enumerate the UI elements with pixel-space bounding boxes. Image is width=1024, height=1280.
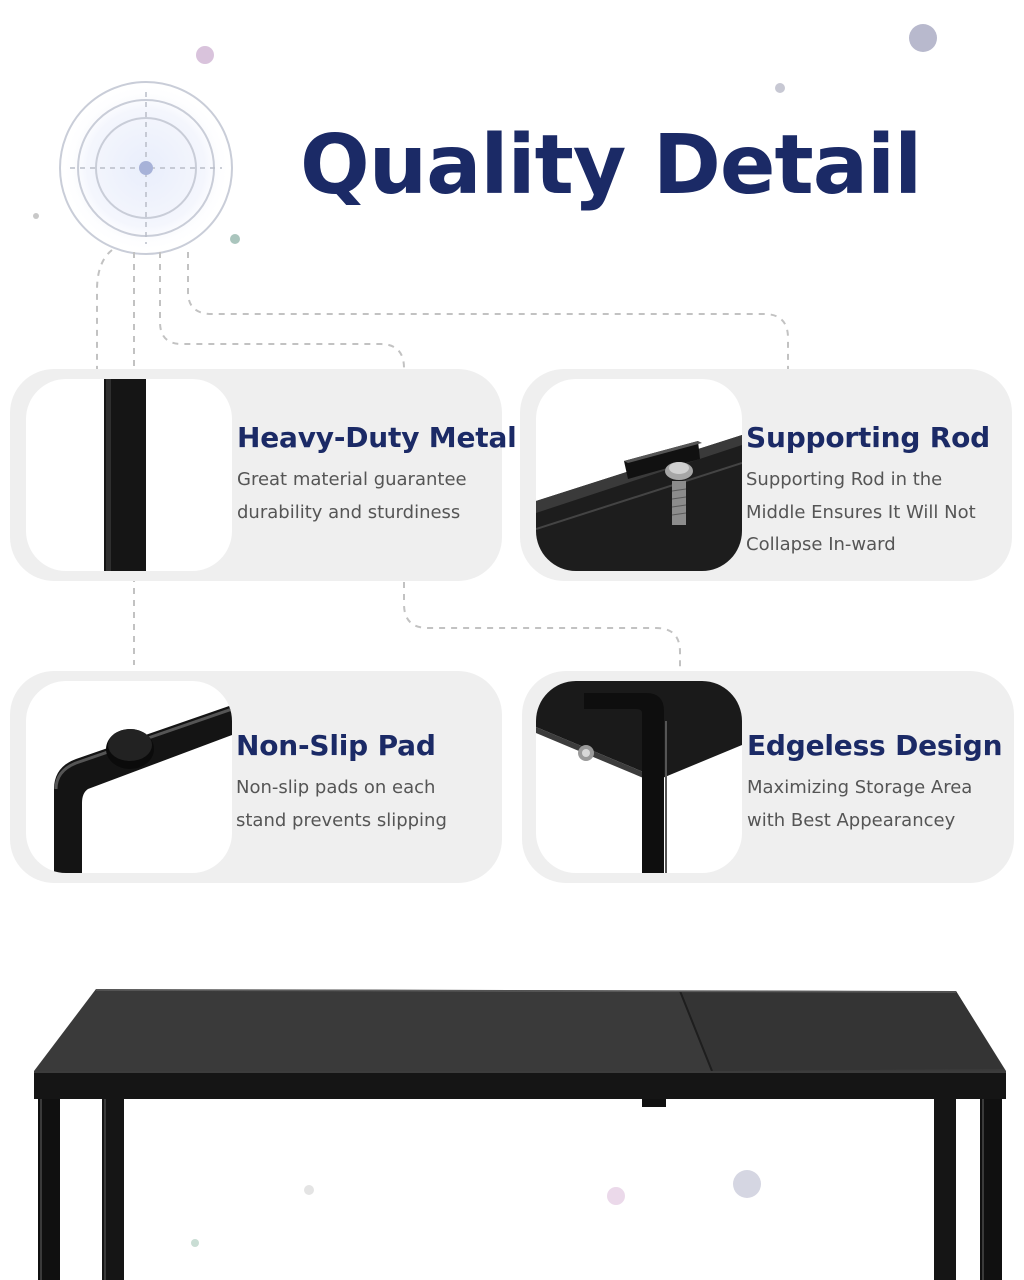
feature-description-line: with Best Appearancey xyxy=(747,809,956,831)
screw-rod-photo xyxy=(536,379,742,571)
table-product-image xyxy=(34,989,1006,1280)
decor-dot xyxy=(191,1239,199,1247)
feature-card-supporting-rod: Supporting Rod Supporting Rod in the Mid… xyxy=(520,369,1012,581)
shelf-corner-photo xyxy=(536,681,742,873)
feature-description-line: Maximizing Storage Area xyxy=(747,777,973,798)
feature-title: Edgeless Design xyxy=(747,729,1003,762)
feature-card-non-slip-pad: Non-Slip Pad Non-slip pads on each stand… xyxy=(10,671,502,883)
decor-dot xyxy=(196,46,214,64)
decor-dot xyxy=(775,83,785,93)
feature-description-line: Middle Ensures It Will Not xyxy=(746,501,976,523)
decor-dot xyxy=(909,24,937,52)
page-title: Quality Detail xyxy=(300,118,922,213)
feature-description-line: Great material guarantee xyxy=(237,469,467,490)
feature-title: Non-Slip Pad xyxy=(236,729,436,762)
feature-description-line: Supporting Rod in the xyxy=(746,469,943,490)
feature-card-edgeless-design: Edgeless Design Maximizing Storage Area … xyxy=(522,671,1014,883)
feature-description: Maximizing Storage Area with Best Appear… xyxy=(747,772,1002,837)
decor-dot xyxy=(230,234,240,244)
feature-title: Supporting Rod xyxy=(746,421,990,454)
target-rings-icon xyxy=(59,81,233,255)
feature-card-heavy-duty-metal: Heavy-Duty Metal Great material guarante… xyxy=(10,369,517,581)
decor-dot xyxy=(733,1170,761,1198)
feature-description-line: durability and sturdiness xyxy=(237,501,461,523)
feature-description-line: Non-slip pads on each xyxy=(236,777,436,798)
feature-description: Non-slip pads on each stand prevents sli… xyxy=(236,772,447,837)
feature-title: Heavy-Duty Metal xyxy=(237,421,517,454)
feature-description-line: stand prevents slipping xyxy=(236,809,447,831)
feature-description-line: Collapse In-ward xyxy=(746,534,896,555)
foot-pad-photo xyxy=(26,681,232,873)
decor-dot xyxy=(607,1187,625,1205)
metal-bar-photo xyxy=(26,379,232,571)
decor-dot xyxy=(33,213,39,219)
feature-description: Supporting Rod in the Middle Ensures It … xyxy=(746,464,990,562)
decor-dot xyxy=(304,1185,314,1195)
feature-description: Great material guarantee durability and … xyxy=(237,464,517,529)
